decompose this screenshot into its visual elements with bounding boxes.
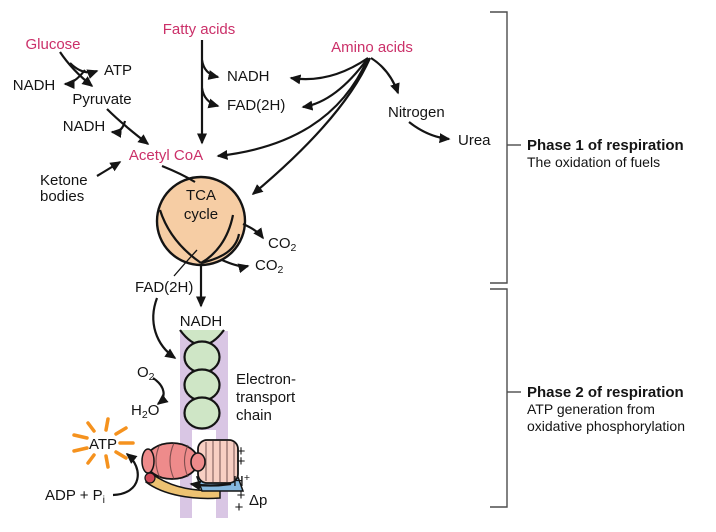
ketone-bodies-label-line2: bodies [40,188,84,205]
arrow-amino-to-nitrogen [370,57,400,95]
tca-cycle-label-line1: TCA [186,187,216,204]
pyruvate-label: Pyruvate [72,91,131,108]
phase2-subtitle-line2: oxidative phosphorylation [527,418,685,434]
arrow-adp-to-atp [112,453,139,497]
nadh-fatty-label: NADH [227,68,270,85]
arrow-fatty-to-fad2h [200,87,220,109]
arrow-fad2h-to-etc [152,297,177,359]
etc-label-line2: transport [236,389,296,406]
etc-complex-1 [183,340,221,374]
nitrogen-label: Nitrogen [388,104,445,121]
o2-label: O2 [137,364,155,383]
line-acetyl-to-tca [161,164,196,183]
delta-p-label: Δp [249,492,267,509]
fad2h-tca-label: FAD(2H) [135,279,193,296]
atp-starburst [72,417,135,469]
arrow-ketone-to-acetyl [96,161,122,177]
co2-label-1: CO2 [268,235,297,254]
arrow-to-nadh-glycolysis [63,69,86,89]
plus-sign-1: + [237,443,246,460]
arrow-fatty-to-nadh [200,59,220,80]
arrow-amino-to-tca [251,57,372,195]
bracket-phase2 [490,288,508,508]
f1-head-lobes [155,442,189,480]
plus-sign-4: + [235,499,244,516]
glucose-label: Glucose [25,36,80,53]
phase1-subtitle: The oxidation of fuels [527,154,660,170]
phase2-title: Phase 2 of respiration [527,384,684,401]
atp-product-label: ATP [89,436,117,453]
etc-label-line1: Electron- [236,371,296,388]
stalk-red-cap [144,472,156,484]
ketone-bodies-label-line1: Ketone [40,172,88,189]
plus-sign-2: + [237,453,246,470]
fad2h-fatty-label: FAD(2H) [227,97,285,114]
phase2-subtitle-line1: ATP generation from [527,401,655,417]
h-plus-label: H+ [233,472,250,490]
acetyl-coa-label: Acetyl CoA [129,147,203,164]
co2-label-2: CO2 [255,257,284,276]
arrow-amino-to-acetyl [216,57,370,160]
tca-inner-curve-1 [158,209,202,264]
plus-sign-3: + [237,487,246,504]
amino-acids-label: Amino acids [331,39,413,56]
nadh-etc-label: NADH [180,313,223,330]
phase1-title: Phase 1 of respiration [527,137,684,154]
etc-complex-2 [183,368,221,402]
etc-complex-3 [183,396,221,430]
arrow-glucose-to-pyruvate [59,51,94,87]
atp-glycolysis-label: ATP [104,62,132,79]
arrow-amino-to-fad2h [301,57,369,111]
fatty-acids-label: Fatty acids [163,21,236,38]
line-tca-to-fad2h [173,249,198,277]
arrow-nitrogen-to-urea [408,121,451,144]
f1-head-cap [141,448,155,474]
arrow-o2-to-h2o [152,377,169,405]
nadh-pyruvate-label: NADH [63,118,106,135]
bracket-phase1 [490,11,508,284]
arrow-hplus-into-synthase [189,480,232,491]
urea-label: Urea [458,132,491,149]
tca-inner-curve-2 [200,214,235,264]
arrow-amino-to-nadh [289,57,369,85]
adp-pi-label: ADP + Pi [45,487,105,506]
atp-synthase-stalk [144,472,221,500]
tca-cycle-label-line2: cycle [184,206,218,223]
c-ring-segments [205,441,235,482]
synthase-connector [190,452,206,472]
arrow-tca-to-co2-2 [221,258,250,274]
tca-inner-curve-3 [200,233,241,265]
h2o-label: H2O [131,402,159,421]
arrow-pyruvate-to-acetyl [106,108,150,145]
nadh-glycolysis-label: NADH [13,77,56,94]
arrow-to-nadh-pyruvate [110,120,127,138]
etc-label-line3: chain [236,407,272,424]
arrow-tca-to-co2-1 [242,222,264,240]
